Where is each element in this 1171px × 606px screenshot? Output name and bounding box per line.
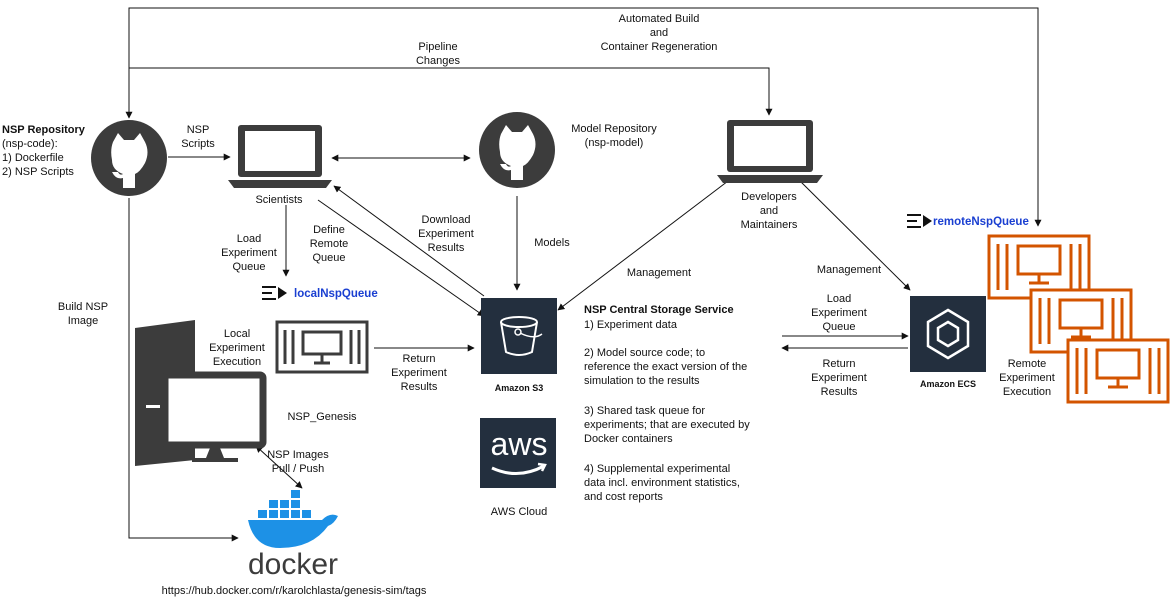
aws-cloud-label: AWS Cloud bbox=[491, 506, 547, 518]
download-results-label: Results bbox=[428, 242, 465, 254]
edge-download-results bbox=[333, 185, 485, 297]
load-queue-local-label: Experiment bbox=[221, 247, 277, 259]
scientists-label: Scientists bbox=[255, 194, 303, 206]
edge-pipeline-changes bbox=[129, 67, 773, 116]
amazon-s3-icon bbox=[481, 298, 557, 374]
aws-logo-icon bbox=[480, 418, 556, 488]
build-image-label: Build NSP bbox=[58, 301, 108, 313]
edge-build-image bbox=[128, 198, 239, 542]
automated-build-label: Container Regeneration bbox=[601, 41, 718, 53]
remote-execution-label: Execution bbox=[1003, 386, 1051, 398]
download-results-label: Download bbox=[422, 214, 471, 226]
local-execution-label: Local bbox=[224, 328, 250, 340]
remote-execution-label: Experiment bbox=[999, 372, 1055, 384]
central-storage-item: simulation to the results bbox=[584, 375, 700, 387]
nsp-genesis-label: NSP_Genesis bbox=[287, 411, 357, 423]
laptop-icon-developers bbox=[717, 120, 823, 183]
container-icon-remote-1 bbox=[987, 234, 1091, 300]
amazon-ecs-icon bbox=[910, 296, 986, 372]
local-execution-label: Experiment bbox=[209, 342, 265, 354]
return-results-remote-label: Return bbox=[822, 358, 855, 370]
load-queue-remote-label: Load bbox=[827, 293, 851, 305]
build-image-label: Image bbox=[68, 315, 99, 327]
central-storage-item: 1) Experiment data bbox=[584, 319, 678, 331]
download-results-label: Experiment bbox=[418, 228, 474, 240]
central-storage-item: data incl. environment statistics, bbox=[584, 477, 740, 489]
return-results-local-label: Experiment bbox=[391, 367, 447, 379]
model-repository-label: (nsp-model) bbox=[585, 137, 644, 149]
edge-management-ecs bbox=[796, 177, 911, 291]
images-pull-push-label: NSP Images bbox=[267, 449, 329, 461]
nsp-scripts-label: Scripts bbox=[181, 138, 215, 150]
edge-management-s3 bbox=[557, 177, 733, 311]
developers-label: and bbox=[760, 205, 778, 217]
management-right-label: Management bbox=[817, 264, 881, 276]
aws-logo-text: aws bbox=[491, 426, 548, 462]
central-storage-item: and cost reports bbox=[584, 491, 663, 503]
load-queue-remote-label: Experiment bbox=[811, 307, 867, 319]
model-repository-label: Model Repository bbox=[571, 123, 657, 135]
nsp-repository-line: 1) Dockerfile bbox=[2, 152, 64, 164]
computer-icon-local-machine bbox=[135, 320, 267, 466]
developers-label: Maintainers bbox=[741, 219, 798, 231]
github-icon-model-repository bbox=[479, 112, 555, 188]
amazon-s3-label: Amazon S3 bbox=[495, 383, 544, 393]
queue-icon-remote bbox=[907, 214, 932, 228]
container-icon-nsp-genesis bbox=[275, 320, 369, 374]
docker-whale-icon bbox=[248, 490, 338, 548]
central-storage-item: experiments; that are executed by bbox=[584, 419, 750, 431]
return-results-local-label: Return bbox=[402, 353, 435, 365]
container-icon-remote-3 bbox=[1066, 338, 1170, 404]
remote-queue-label: remoteNspQueue bbox=[933, 216, 1029, 228]
central-storage-item: 3) Shared task queue for bbox=[584, 405, 705, 417]
local-execution-label: Execution bbox=[213, 356, 261, 368]
return-results-local-label: Results bbox=[401, 381, 438, 393]
edge-define-remote-queue bbox=[317, 199, 485, 317]
return-results-remote-label: Results bbox=[821, 386, 858, 398]
remote-execution-label: Remote bbox=[1008, 358, 1047, 370]
nsp-repository-line: 2) NSP Scripts bbox=[2, 166, 74, 178]
load-queue-remote-label: Queue bbox=[822, 321, 855, 333]
edge-automated-build bbox=[125, 7, 1042, 227]
developers-label: Developers bbox=[741, 191, 797, 203]
central-storage-title: NSP Central Storage Service bbox=[584, 304, 734, 316]
queue-icon-local bbox=[262, 286, 287, 300]
automated-build-label: and bbox=[650, 27, 668, 39]
central-storage-item: 4) Supplemental experimental bbox=[584, 463, 730, 475]
pipeline-changes-label: Pipeline bbox=[418, 41, 457, 53]
nsp-scripts-label: NSP bbox=[187, 124, 210, 136]
amazon-ecs-label: Amazon ECS bbox=[920, 379, 976, 389]
central-storage-item: 2) Model source code; to bbox=[584, 347, 705, 359]
central-storage-item: reference the exact version of the bbox=[584, 361, 747, 373]
models-label: Models bbox=[534, 237, 570, 249]
docker-url-link[interactable]: https://hub.docker.com/r/karolchlasta/ge… bbox=[162, 585, 427, 597]
define-remote-queue-label: Remote bbox=[310, 238, 349, 250]
nsp-repository-line: (nsp-code): bbox=[2, 138, 58, 150]
load-queue-local-label: Load bbox=[237, 233, 261, 245]
central-storage-item: Docker containers bbox=[584, 433, 673, 445]
pipeline-changes-label: Changes bbox=[416, 55, 461, 67]
load-queue-local-label: Queue bbox=[232, 261, 265, 273]
define-remote-queue-label: Define bbox=[313, 224, 345, 236]
management-left-label: Management bbox=[627, 267, 691, 279]
edge-images-pull-push bbox=[255, 445, 303, 489]
return-results-remote-label: Experiment bbox=[811, 372, 867, 384]
docker-logo-text: docker bbox=[248, 548, 338, 581]
images-pull-push-label: Pull / Push bbox=[272, 463, 325, 475]
define-remote-queue-label: Queue bbox=[312, 252, 345, 264]
automated-build-label: Automated Build bbox=[619, 13, 700, 25]
github-icon-nsp-repository bbox=[91, 120, 167, 196]
local-queue-label: localNspQueue bbox=[294, 288, 378, 300]
laptop-icon-scientists bbox=[228, 125, 332, 188]
nsp-repository-title: NSP Repository bbox=[2, 124, 86, 136]
